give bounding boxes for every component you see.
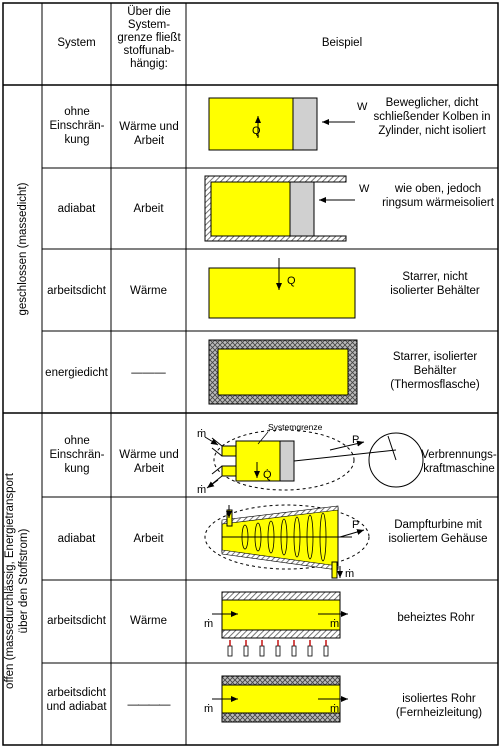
- row4-system: energiedicht: [45, 367, 108, 379]
- header-beispiel: Beispiel: [321, 37, 363, 49]
- diagram-heated-pipe: [212, 591, 348, 657]
- row3-system: arbeitsdicht: [47, 285, 106, 297]
- row1-system: ohne Einschrän- kung: [49, 106, 105, 146]
- row7-desc: beheiztes Rohr: [397, 612, 475, 624]
- row3-flow: Wärme: [129, 285, 168, 297]
- row2-system: adiabat: [57, 203, 96, 215]
- row8-system: arbeitsdicht und adiabat: [46, 687, 107, 713]
- label-q-3: Q: [287, 275, 296, 287]
- diagram-piston-open: [208, 97, 355, 151]
- group-open-line1: offen (massedurchlässig, Energietranspor…: [4, 473, 16, 689]
- label-mdot-in-5: ṁ: [197, 428, 206, 440]
- row8-flow: ————: [127, 699, 171, 711]
- label-mdot-in-7: ṁ: [204, 618, 213, 630]
- row7-system: arbeitsdicht: [47, 615, 106, 627]
- label-mdot-6: ṁ: [345, 568, 354, 580]
- row1-flow: Wärme und Arbeit: [119, 121, 179, 147]
- row5-flow: Wärme und Arbeit: [119, 449, 179, 475]
- diagram-insulated-pipe: [212, 675, 348, 723]
- label-p-5: P: [352, 434, 359, 446]
- row6-desc: Dampfturbine mit isoliertem Gehäuse: [388, 519, 488, 545]
- row5-system: ohne Einschrän- kung: [49, 435, 105, 475]
- row2-flow: Arbeit: [133, 203, 164, 215]
- group-open-line2: über den Stoffstrom): [18, 528, 30, 634]
- label-qdot-5: Q̇: [263, 468, 272, 481]
- header-flow: Über die System- grenze fließt stoffunab…: [117, 6, 181, 70]
- label-mdot-out-8: ṁ: [330, 703, 339, 715]
- row3-desc: Starrer, nicht isolierter Behälter: [390, 271, 480, 297]
- label-mdot-in-8: ṁ: [204, 703, 213, 715]
- label-systemgrenze: Systemgrenze: [268, 422, 323, 432]
- row5-desc: Verbrennungs- kraftmaschine: [421, 449, 497, 475]
- row2-desc: wie oben, jedoch ringsum wärmeisoliert: [382, 183, 494, 209]
- label-w-1: W: [357, 101, 368, 113]
- label-q-1: Q: [252, 125, 261, 137]
- row7-flow: Wärme: [129, 615, 168, 627]
- group-closed-label: geschlossen (massedicht): [17, 182, 29, 316]
- row6-flow: Arbeit: [133, 533, 164, 545]
- label-w-2: W: [359, 183, 370, 195]
- row1-desc: Beweglicher, dicht schließender Kolben i…: [373, 97, 491, 137]
- label-p-6: P: [352, 519, 359, 531]
- label-mdot-out-5: ṁ: [197, 484, 206, 496]
- diagram-piston-insulated: [204, 175, 355, 242]
- row4-desc: Starrer, isolierter Behälter (Thermosfla…: [390, 351, 480, 391]
- diagram-rigid-container: [208, 258, 356, 319]
- header-system: System: [57, 37, 96, 49]
- row4-flow: ———: [131, 367, 166, 379]
- row8-desc: isoliertes Rohr (Fernheizleitung): [395, 693, 483, 719]
- diagram-steam-turbine: [204, 504, 370, 579]
- diagram-combustion-engine: [204, 429, 424, 491]
- label-mdot-out-7: ṁ: [330, 618, 339, 630]
- diagram-thermos: [208, 339, 358, 405]
- row6-system: adiabat: [57, 533, 96, 545]
- group-open-label: offen (massedurchlässig, Energietranspor…: [3, 423, 33, 739]
